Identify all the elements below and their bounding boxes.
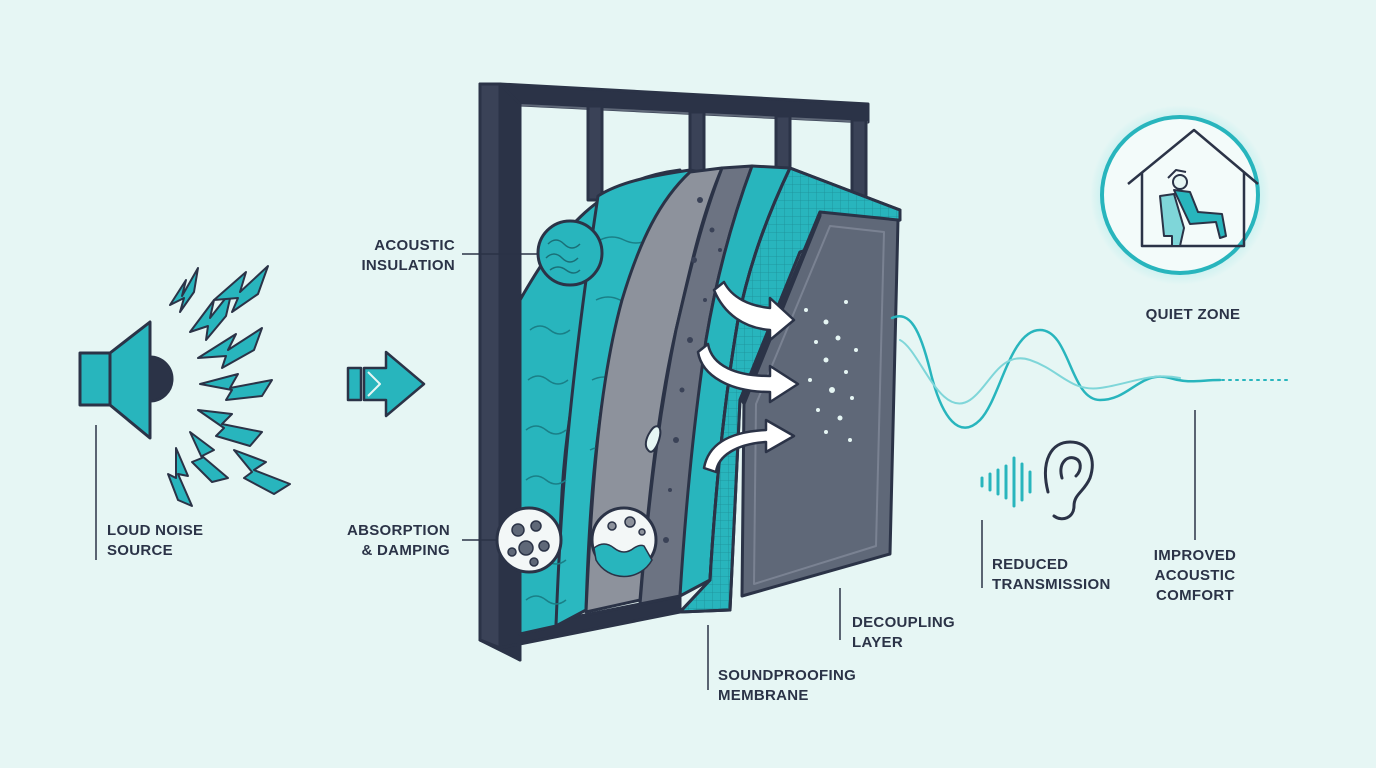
label-line: LOUD NOISE: [107, 522, 204, 539]
label-line: ACOUSTIC: [374, 237, 455, 254]
label-line: SOURCE: [107, 542, 173, 559]
loud-noise-source-label: LOUD NOISE SOURCE: [107, 521, 203, 561]
reduced-transmission-label: REDUCED TRANSMISSION: [992, 555, 1111, 595]
absorption-magnifier: [495, 506, 563, 574]
label-line: COMFORT: [1156, 587, 1234, 604]
decoupling-layer-label: DECOUPLING LAYER: [852, 613, 955, 653]
label-line: ACOUSTIC: [1154, 567, 1236, 584]
absorption-damping-label: ABSORPTION & DAMPING: [330, 521, 450, 561]
label-line: SOUNDPROOFING: [718, 667, 857, 684]
quiet-zone-label: QUIET ZONE: [1130, 305, 1256, 325]
decoupling-panel: [740, 210, 900, 598]
insulation-magnifier: [536, 219, 604, 287]
wall-stud-frame: [478, 82, 870, 662]
acoustic-insulation-label: ACOUSTIC INSULATION: [340, 236, 455, 276]
label-line: REDUCED: [992, 556, 1069, 573]
ear-icon: [1043, 440, 1094, 521]
armchair-icon: [1159, 193, 1185, 247]
label-line: & DAMPING: [361, 542, 450, 559]
speaker-icon: [78, 320, 174, 440]
sound-deflection-arrows: [696, 280, 800, 474]
house-icon: [1127, 128, 1259, 248]
arrow-right-icon: [346, 350, 426, 418]
lightning-bolt-icon: [167, 265, 291, 507]
label-line: LAYER: [852, 634, 903, 651]
transmitted-sound-waves: [890, 315, 1291, 429]
label-line: INSULATION: [361, 257, 455, 274]
label-line: ABSORPTION: [346, 522, 450, 539]
label-line: IMPROVED: [1153, 547, 1237, 564]
damping-magnifier: [590, 506, 658, 578]
quiet-zone-text: QUIET ZONE: [1145, 306, 1241, 323]
label-line: MEMBRANE: [718, 687, 809, 704]
label-line: TRANSMISSION: [992, 576, 1111, 593]
label-line: DECOUPLING: [852, 614, 956, 631]
person-relaxing-icon: [1167, 169, 1227, 239]
sound-wave-icon: [980, 456, 1032, 508]
soundproofing-membrane-label: SOUNDPROOFING MEMBRANE: [718, 666, 856, 706]
leader-lines: [462, 253, 1196, 690]
improved-acoustic-comfort-label: IMPROVED ACOUSTIC COMFORT: [1136, 546, 1254, 606]
